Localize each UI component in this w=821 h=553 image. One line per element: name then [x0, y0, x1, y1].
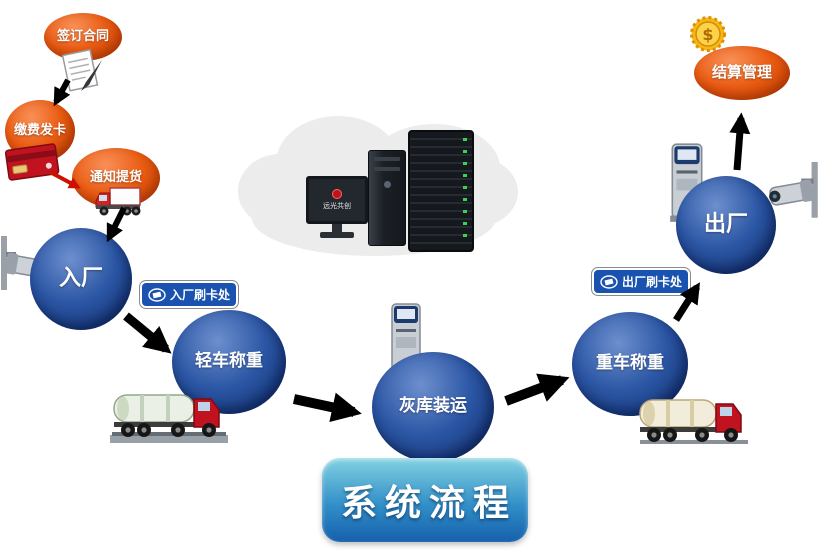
brand-logo-icon — [332, 189, 342, 199]
card-icon — [4, 143, 60, 181]
node-pay-card-label: 缴费发卡 — [13, 122, 66, 138]
node-settlement: 结算管理 — [694, 46, 790, 100]
node-exit-factory: 出厂 — [676, 176, 776, 274]
desktop-tower-icon — [368, 150, 406, 246]
card-swipe-icon — [600, 274, 618, 289]
diagram-title-label: 系统流程 — [340, 483, 517, 524]
diagram-title: 系统流程 — [322, 458, 528, 542]
monitor-icon: 远光共创 — [306, 176, 368, 248]
node-heavy-weigh: 重车称重 — [572, 312, 688, 416]
node-sign-contract-label: 签订合同 — [56, 28, 109, 44]
node-light-weigh-label: 轻车称重 — [195, 351, 263, 372]
node-settlement-label: 结算管理 — [711, 63, 772, 82]
exit-card-sign-label: 出厂刷卡处 — [622, 275, 683, 289]
node-heavy-weigh-label: 重车称重 — [596, 353, 664, 374]
arrow-lightweigh-to-ashloading — [292, 392, 362, 423]
card-swipe-icon — [148, 287, 166, 302]
node-notify-pickup-label: 通知提货 — [89, 169, 142, 185]
tanker-truck-icon — [639, 399, 748, 444]
arrow-ashloading-to-heavyweigh — [504, 373, 570, 406]
gold-coin-icon: $ — [690, 16, 726, 52]
node-ash-loading-label: 灰库装运 — [399, 396, 467, 417]
monitor-screen: 远光共创 — [306, 176, 368, 224]
delivery-truck-icon — [95, 187, 141, 216]
entry-card-sign: 入厂刷卡处 — [138, 280, 240, 309]
node-ash-loading: 灰库装运 — [372, 352, 494, 462]
monitor-brand-label: 远光共创 — [323, 202, 351, 210]
node-enter-factory-label: 入厂 — [58, 266, 103, 292]
cctv-camera-icon — [769, 162, 818, 218]
document-icon — [61, 48, 102, 92]
arrow-exit-to-settlement — [729, 112, 751, 171]
exit-card-sign: 出厂刷卡处 — [590, 267, 692, 296]
tanker-truck-icon — [110, 394, 228, 443]
arrow-enter-to-lightweigh — [123, 312, 172, 354]
node-enter-factory: 入厂 — [30, 228, 132, 330]
svg-text:$: $ — [702, 25, 713, 44]
node-light-weigh: 轻车称重 — [172, 310, 286, 414]
node-exit-factory-label: 出厂 — [703, 212, 748, 238]
server-rack-icon — [408, 130, 474, 252]
entry-card-sign-label: 入厂刷卡处 — [170, 288, 231, 302]
